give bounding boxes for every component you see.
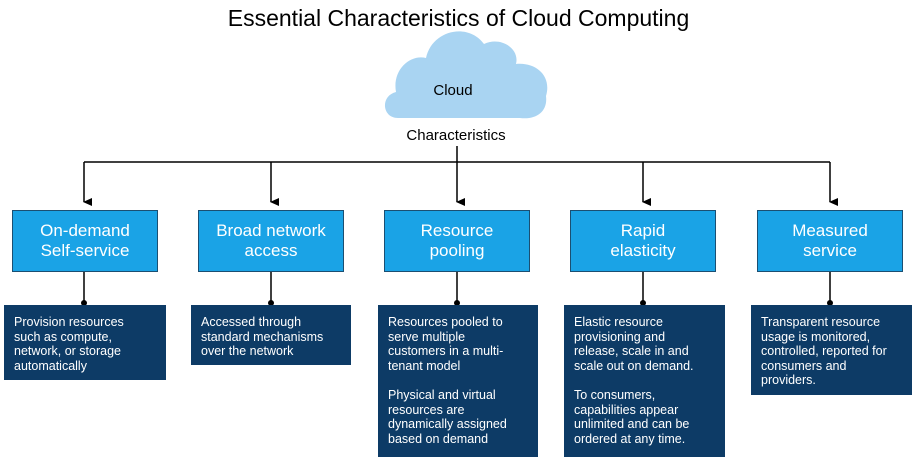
category-measured-service: Measured service bbox=[757, 210, 903, 272]
category-resource-pooling: Resource pooling bbox=[384, 210, 530, 272]
description-rapid-elasticity: Elastic resource provisioning and releas… bbox=[564, 305, 725, 457]
link-dot-resource-pooling bbox=[454, 300, 460, 306]
description-resource-pooling: Resources pooled to serve multiple custo… bbox=[378, 305, 538, 457]
category-broad-network-access: Broad network access bbox=[198, 210, 344, 272]
diagram-title: Essential Characteristics of Cloud Compu… bbox=[227, 5, 690, 31]
cloud-shape bbox=[384, 31, 548, 119]
link-dot-broad-network bbox=[268, 300, 274, 306]
link-dot-on-demand bbox=[81, 300, 87, 306]
category-on-demand-self-service: On-demand Self-service bbox=[12, 210, 158, 272]
description-measured-service: Transparent resource usage is monitored,… bbox=[751, 305, 912, 395]
link-dot-measured-service bbox=[827, 300, 833, 306]
characteristics-root-label: Characteristics bbox=[406, 127, 506, 144]
category-rapid-elasticity: Rapid elasticity bbox=[570, 210, 716, 272]
description-on-demand-self-service: Provision resources such as compute, net… bbox=[4, 305, 166, 380]
description-broad-network-access: Accessed through standard mechanisms ove… bbox=[191, 305, 351, 365]
cloud-label: Cloud bbox=[433, 82, 473, 99]
link-dot-rapid-elasticity bbox=[640, 300, 646, 306]
